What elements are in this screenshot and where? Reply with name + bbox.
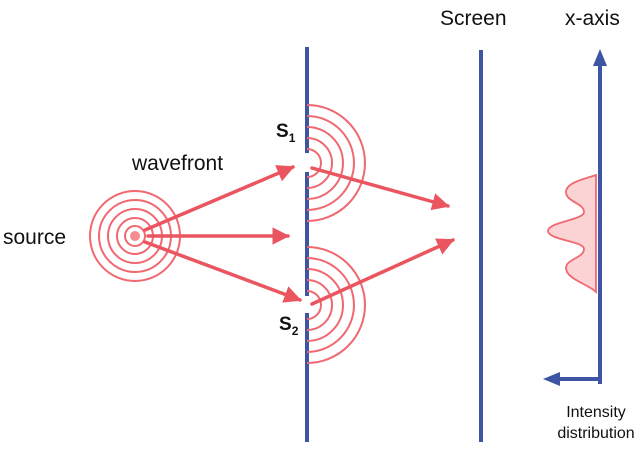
slit2-subscript: 2 (292, 324, 299, 338)
ray-to-s1 (143, 165, 295, 232)
rays (143, 165, 455, 306)
slit2-waves (306, 246, 366, 364)
x-axis-arrowhead (593, 49, 607, 66)
x-axis-label: x-axis (565, 7, 620, 30)
source-point (130, 231, 140, 241)
slit2-letter: S (279, 314, 292, 335)
slit1-letter: S (276, 121, 289, 142)
intensity-label-line1: Intensity (566, 404, 626, 421)
slit1-waves (306, 104, 366, 222)
slit1-label: S1 (276, 121, 296, 145)
intensity-axis-arrowhead (543, 372, 560, 386)
ray-s1-to-screen (310, 166, 450, 211)
screen-label: Screen (440, 7, 507, 30)
slit1-subscript: 1 (289, 131, 296, 145)
intensity-label-line2: distribution (557, 425, 634, 442)
source-label: source (3, 226, 66, 249)
ray-to-s2 (143, 240, 302, 303)
wavefront-label: wavefront (131, 152, 223, 175)
source-ring-5 (124, 225, 146, 247)
slit2-label: S2 (279, 314, 299, 338)
ray-s2-to-screen (310, 238, 455, 306)
intensity-curve (547, 173, 597, 295)
